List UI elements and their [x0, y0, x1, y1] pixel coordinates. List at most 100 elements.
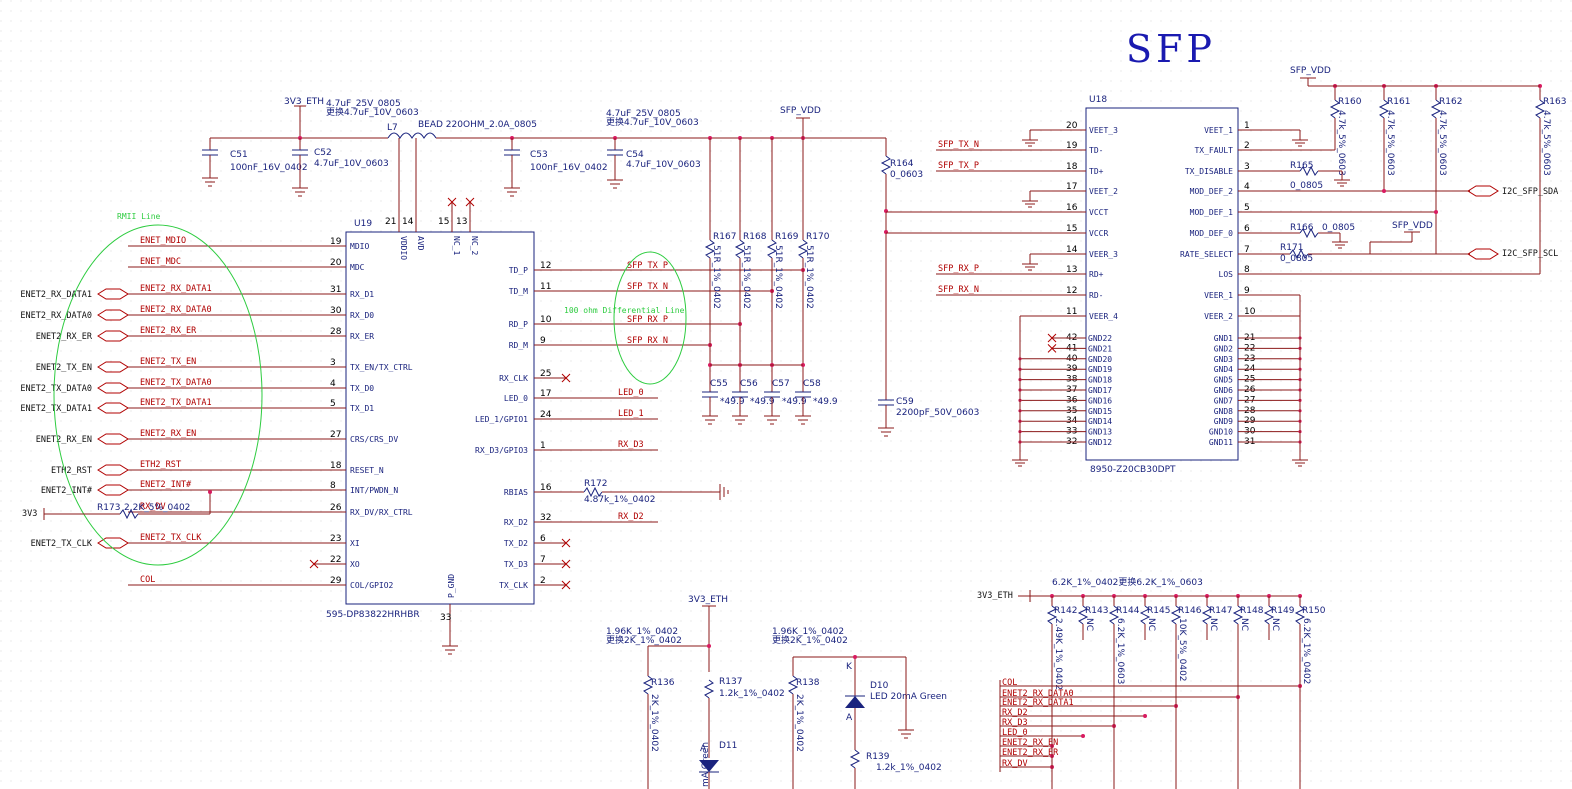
u19-net-label: RX_DV: [140, 502, 166, 512]
u19-pin-name: TX_D2: [504, 539, 528, 548]
u19-pin-name: TX_D1: [350, 404, 374, 413]
svg-text:4.7uF_10V_0603: 4.7uF_10V_0603: [626, 160, 701, 170]
u19-pin-number: 28: [330, 327, 342, 337]
u19-pin-number: 19: [330, 237, 342, 247]
u18-gnd-pin-name: GND14: [1088, 417, 1112, 426]
u19-pin-number: 32: [540, 513, 551, 523]
u18-pin-number: 6: [1244, 224, 1250, 234]
pullup-value: 4.7k_5%_0603: [1541, 110, 1551, 176]
u18-pin-number: 17: [1066, 182, 1077, 192]
port-connector-icon: [97, 361, 129, 373]
u19-pin-name: NC_1: [452, 236, 461, 255]
port-connector-icon: [1467, 248, 1499, 260]
strap-net-label: RX_DV: [1002, 759, 1028, 769]
svg-text:4.7uF_25V_0805: 4.7uF_25V_0805: [326, 99, 401, 109]
svg-text:U18: U18: [1089, 95, 1107, 105]
power-section: 3V3_ETH 4.7uF_25V_0805 更换4.7uF_10V_0603 …: [202, 97, 979, 437]
u18-pin-number: 4: [1244, 182, 1250, 192]
u18-pin-number: 2: [1244, 141, 1250, 151]
strap-net-label: ENET2_RX_EN: [1002, 738, 1058, 748]
no-connect-icon: [465, 197, 475, 207]
u19-pin-name: LED_0: [504, 394, 528, 403]
svg-text:R137: R137: [719, 677, 742, 687]
u18-gnd-pin-name: GND18: [1088, 376, 1112, 385]
u18-pin-number: 10: [1244, 307, 1256, 317]
svg-text:更换4.7uF_10V_0603: 更换4.7uF_10V_0603: [606, 116, 699, 128]
u19-pin-number: 22: [330, 555, 341, 565]
u19-pin-name: CRS/CRS_DV: [350, 435, 398, 444]
pullup-value: 4.7k_5%_0603: [1336, 110, 1346, 176]
term-cap-ref: C58: [803, 379, 821, 389]
u19-net-label: ENET2_TX_CLK: [140, 533, 202, 543]
strap-resistor-value: 6.2K_1%_0603: [1115, 618, 1125, 684]
u19-port-label: ENET2_TX_DATA1: [20, 404, 92, 414]
u18-gnd-pin-name: GND15: [1088, 407, 1112, 416]
strap-resistor-ref: R149: [1271, 606, 1295, 616]
u18-pin-number: 8: [1244, 265, 1250, 275]
u19-pin-number: 13: [456, 217, 467, 227]
port-connector-icon: [97, 309, 129, 321]
u18-pin-name: RD-: [1089, 291, 1103, 300]
strap-net-label: RX_D3: [1002, 718, 1028, 728]
term-resistor-value: 51R_1%_0402: [773, 245, 783, 309]
u19-pin-number: 26: [330, 503, 342, 513]
u19-pin-number: 18: [330, 461, 342, 471]
u18-gnd-pin-name: GND2: [1214, 344, 1233, 353]
u18-gnd-pin-name: GND8: [1214, 407, 1233, 416]
strap-resistor-ref: R143: [1085, 606, 1108, 616]
u18-pin-name: VEET_1: [1204, 126, 1233, 135]
svg-text:C53: C53: [530, 150, 548, 160]
no-connect-icon: [561, 559, 571, 569]
strap-resistor-ref: R144: [1116, 606, 1140, 616]
u19-net-label: ENET2_RX_ER: [140, 326, 197, 336]
u18-net-label: SFP_TX_P: [938, 161, 979, 171]
svg-text:4.87k_1%_0402: 4.87k_1%_0402: [584, 495, 655, 505]
u18-pin-number: 16: [1066, 203, 1078, 213]
u18-pin-name: RATE_SELECT: [1180, 250, 1233, 259]
u18-pin-number: 14: [1066, 245, 1078, 255]
strap-net-label: ENET2_RX_DATA1: [1002, 698, 1074, 708]
u19-net-label: ENET2_TX_DATA1: [140, 398, 212, 408]
svg-text:595-DP83822HRHBR: 595-DP83822HRHBR: [326, 610, 420, 620]
differential-line-label: 100 ohm Differential Line: [564, 306, 685, 315]
svg-text:更换2K_1%_0402: 更换2K_1%_0402: [772, 634, 848, 646]
u18-pin-number: 5: [1244, 203, 1250, 213]
u19-pin-number: 7: [540, 555, 546, 565]
u19-net-label: LED_0: [618, 388, 644, 398]
u18-gnd-pin-name: GND1: [1214, 334, 1233, 343]
u18-left-pins: VEET_320TD-19SFP_TX_NTD+18SFP_TX_PVEET_2…: [886, 121, 1118, 321]
u18-gnd-pin-name: GND9: [1214, 417, 1233, 426]
port-connector-icon: [97, 433, 129, 445]
svg-text:SFP_VDD: SFP_VDD: [1392, 221, 1433, 231]
pullup-ref: R161: [1387, 97, 1410, 107]
u19-port-label: ETH2_RST: [51, 466, 92, 476]
u18-gnd-pin-name: GND7: [1214, 396, 1233, 405]
u19-pin-number: 25: [540, 369, 551, 379]
strap-resistor-ref: R147: [1209, 606, 1232, 616]
u19-pin-number: 4: [330, 379, 336, 389]
term-cap-ref: C56: [740, 379, 758, 389]
u19-pin-name: RX_D2: [504, 518, 528, 527]
u18-pin-number: 13: [1066, 265, 1077, 275]
u19-pin-name: INT/PWDN_N: [350, 486, 398, 495]
strap-resistor-value: 6.2K_1%_0402: [1301, 618, 1311, 684]
u19-port-label: ENET2_INT#: [41, 486, 93, 496]
strap-resistor-ref: R146: [1178, 606, 1202, 616]
u19-pin-name: TX_EN/TX_CTRL: [350, 363, 413, 372]
u18-gnd-pin-name: GND19: [1088, 365, 1112, 374]
u19-phy-chip: U19 595-DP83822HRHBR MDIO19ENET_MDIOMDC2…: [20, 138, 805, 655]
svg-text:0_0805: 0_0805: [1322, 223, 1355, 233]
u18-gnd-pin-name: GND20: [1088, 355, 1112, 364]
u19-net-label: ENET2_TX_EN: [140, 357, 196, 367]
u18-gnd-pin-name: GND6: [1214, 386, 1233, 395]
pullup-ref: R163: [1543, 97, 1566, 107]
u18-pin-name: VEET_2: [1089, 187, 1118, 196]
svg-text:1.96K_1%_0402: 1.96K_1%_0402: [772, 627, 844, 637]
u19-net-label: RX_D2: [618, 512, 644, 522]
sheet-title: SFP: [1126, 27, 1216, 71]
port-connector-icon: [97, 382, 129, 394]
svg-text:P_GND: P_GND: [447, 574, 456, 598]
no-connect-icon: [1047, 344, 1057, 353]
